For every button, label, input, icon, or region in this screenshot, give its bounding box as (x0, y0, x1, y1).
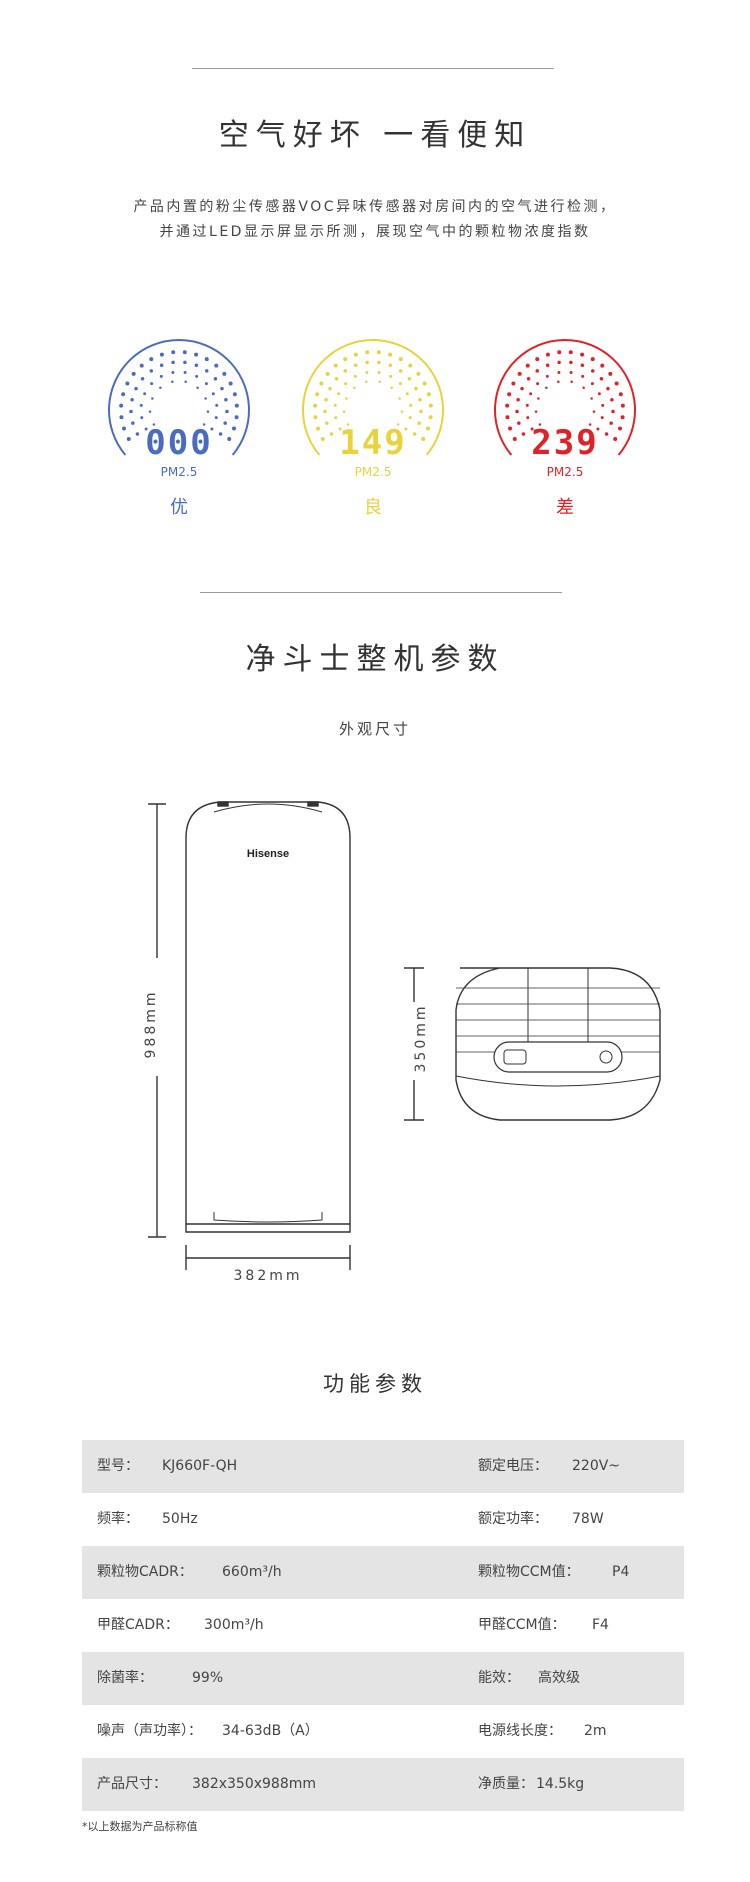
spec-value: 2m (584, 1723, 607, 1739)
table-row: 噪声（声功率）： 34-63dB（A） 电源线长度： 2m (82, 1705, 684, 1758)
gauge-good: 000 PM2.5 优 (104, 335, 254, 525)
spec-label: 产品尺寸： (97, 1776, 167, 1792)
spec-label: 净质量： (478, 1776, 534, 1792)
spec-value: 50Hz (162, 1511, 198, 1527)
spec-table: 型号： KJ660F-QH 额定电压： 220V~ 频率： 50Hz 额定功率：… (82, 1440, 684, 1811)
depth-dimension-label: 350mm (413, 1003, 429, 1073)
spec-value: 78W (572, 1511, 604, 1527)
gauge-dial-icon (108, 339, 250, 456)
table-row: 除菌率： 99% 能效： 高效级 (82, 1652, 684, 1705)
description-line-2: 并通过LED显示屏显示所测，展现空气中的颗粒物浓度指数 (159, 224, 591, 240)
footnote: *以上数据为产品标称值 (82, 1820, 198, 1833)
brand-logo: Hisense (247, 848, 289, 860)
spec-value: KJ660F-QH (162, 1458, 238, 1474)
spec-value: 220V~ (572, 1458, 621, 1474)
appearance-label: 外观尺寸 (338, 720, 411, 738)
spec-value: 382x350x988mm (192, 1776, 317, 1792)
gauge-dial-icon (302, 339, 444, 456)
section-title-specs: 净斗士整机参数 (245, 642, 505, 677)
gauge-medium: 149 PM2.5 良 (298, 335, 448, 525)
table-row: 甲醛CADR： 300m³/h 甲醛CCM值： F4 (82, 1599, 684, 1652)
middle-divider (200, 592, 562, 593)
spec-value: P4 (612, 1564, 630, 1580)
spec-label: 频率： (97, 1511, 139, 1527)
gauge-unit: PM2.5 (160, 465, 198, 479)
spec-label: 甲醛CADR： (97, 1617, 179, 1633)
spec-label: 电源线长度： (478, 1723, 562, 1739)
spec-label: 噪声（声功率）： (97, 1723, 202, 1739)
gauge-level: 优 (170, 497, 188, 518)
spec-label: 额定功率： (478, 1511, 548, 1527)
height-dimension-label: 988mm (143, 989, 159, 1059)
spec-label: 除菌率： (97, 1670, 153, 1686)
gauge-poor: 239 PM2.5 差 (490, 335, 640, 525)
table-row: 频率： 50Hz 额定功率： 78W (82, 1493, 684, 1546)
spec-label: 额定电压： (478, 1458, 548, 1474)
table-row: 颗粒物CADR： 660m³/h 颗粒物CCM值： P4 (82, 1546, 684, 1599)
table-row: 产品尺寸： 382x350x988mm 净质量： 14.5kg (82, 1758, 684, 1811)
table-row: 型号： KJ660F-QH 额定电压： 220V~ (82, 1440, 684, 1493)
width-dimension-label: 382mm (233, 1268, 303, 1284)
spec-value: F4 (592, 1617, 609, 1633)
spec-value: 660m³/h (222, 1564, 282, 1580)
gauge-level: 差 (556, 497, 574, 518)
gauge-unit: PM2.5 (546, 465, 584, 479)
spec-value: 34-63dB（A） (222, 1723, 319, 1739)
gauge-dial-icon (494, 339, 636, 456)
gauge-value: 149 (339, 423, 407, 463)
spec-label: 甲醛CCM值： (478, 1617, 566, 1633)
spec-label: 颗粒物CADR： (97, 1564, 193, 1580)
spec-value: 高效级 (538, 1670, 580, 1686)
gauge-level: 良 (364, 497, 382, 518)
spec-value: 99% (192, 1670, 224, 1686)
gauge-value: 000 (145, 423, 213, 463)
spec-label: 型号： (97, 1458, 139, 1474)
spec-label: 能效： (478, 1670, 520, 1686)
spec-label: 颗粒物CCM值： (478, 1564, 580, 1580)
description-line-1: 产品内置的粉尘传感器VOC异味传感器对房间内的空气进行检测， (133, 199, 617, 215)
air-quality-description: 产品内置的粉尘传感器VOC异味传感器对房间内的空气进行检测， 并通过LED显示屏… (0, 195, 750, 245)
gauge-value: 239 (531, 423, 599, 463)
section-title-function-params: 功能参数 (323, 1372, 427, 1396)
spec-value: 300m³/h (204, 1617, 264, 1633)
spec-value: 14.5kg (536, 1776, 585, 1792)
purifier-front-view: Hisense (148, 801, 661, 1270)
top-divider (192, 68, 554, 69)
gauge-unit: PM2.5 (354, 465, 392, 479)
section-title-air-quality: 空气好坏 一看便知 (218, 118, 532, 153)
